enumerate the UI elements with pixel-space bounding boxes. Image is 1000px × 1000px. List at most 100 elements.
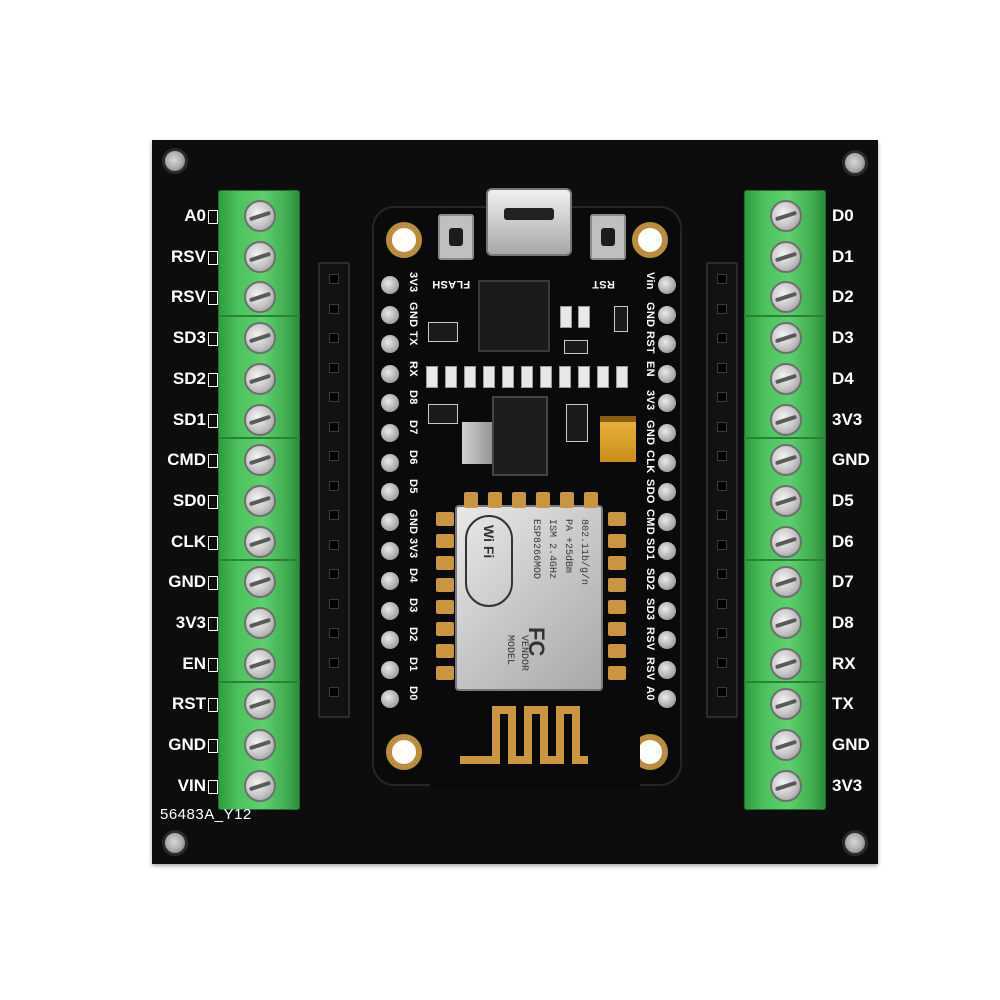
right-terminal-screw-icon <box>770 647 802 680</box>
esp-model: ESP8266MOD <box>530 519 541 580</box>
left-pin-label: SD0 <box>173 481 220 521</box>
right-pin-label: RX <box>832 653 856 673</box>
terminal-block-divider <box>218 559 300 562</box>
right-pin-label: D8 <box>832 613 854 632</box>
mounting-hole-top-left <box>162 148 188 174</box>
right-terminal-screw-icon <box>770 525 802 558</box>
usb-serial-chip <box>478 280 550 352</box>
header-socket <box>717 687 727 697</box>
esp-pad-right <box>608 644 626 658</box>
smd-resistor <box>597 366 609 388</box>
header-socket <box>717 657 727 668</box>
module-mount-hole-tr <box>632 222 668 258</box>
right-pin-label: 3V3 <box>832 409 863 429</box>
esp-pad-left <box>436 556 454 570</box>
module-pin-label-left: D3 <box>407 597 419 613</box>
terminal-block-divider <box>744 437 826 440</box>
module-pin-right <box>658 276 676 294</box>
esp-pad-right <box>608 512 626 526</box>
header-socket <box>329 303 339 314</box>
module-pin-left <box>381 601 399 620</box>
header-socket <box>717 480 727 491</box>
esp-pad-left <box>436 600 454 614</box>
terminal-block-divider <box>218 681 300 684</box>
module-pin-label-left: RX <box>407 360 419 377</box>
right-pin-label: D0 <box>832 206 854 225</box>
smd-resistor <box>426 366 438 388</box>
header-socket <box>717 539 727 550</box>
module-pin-label-left: D2 <box>407 627 419 642</box>
module-pin-left <box>381 690 399 709</box>
terminal-block-divider <box>744 559 826 562</box>
esp-pad-right <box>608 578 626 592</box>
left-terminal-screw-icon <box>244 729 276 762</box>
module-pin-label-right: EN <box>644 360 656 377</box>
right-terminal-screw-icon <box>770 362 802 395</box>
esp-pad-left <box>436 666 454 680</box>
right-pin-label: D7 <box>832 572 854 592</box>
left-pin-label: 3V3 <box>176 603 220 643</box>
left-terminal-screw-icon <box>244 281 276 314</box>
module-pin-label-right: RSV <box>644 627 656 651</box>
module-pin-left <box>381 483 399 502</box>
header-socket <box>329 569 339 579</box>
module-pin-left <box>381 276 399 294</box>
module-pin-right <box>658 542 676 561</box>
header-socket <box>329 510 339 520</box>
smd-resistor <box>578 366 590 388</box>
header-socket <box>329 392 339 402</box>
left-terminal-screw-icon <box>244 607 276 639</box>
left-terminal-screw-icon <box>244 566 276 599</box>
header-socket <box>329 687 339 697</box>
esp-pad-top <box>584 492 598 508</box>
led <box>614 306 628 332</box>
module-pin-label-left: D4 <box>407 568 419 583</box>
mounting-hole-bottom-left <box>162 830 188 856</box>
left-terminal-screw-icon <box>244 362 276 395</box>
header-socket <box>717 598 727 609</box>
terminal-block-divider <box>744 315 826 318</box>
esp-pa: PA +25dBm <box>562 519 573 574</box>
tantalum-capacitor <box>600 416 636 462</box>
right-pin-label: D3 <box>832 328 854 348</box>
left-pin-label: GND <box>168 725 220 765</box>
module-pin-label-left: D5 <box>407 479 419 494</box>
left-pin-label: A0 <box>184 196 220 236</box>
module-pin-label-left: D8 <box>407 390 419 406</box>
header-socket <box>717 421 727 432</box>
module-pin-left <box>381 453 399 472</box>
esp-standard: 802.11b/g/n <box>578 519 589 586</box>
module-pin-right <box>658 305 676 324</box>
esp-pad-left <box>436 578 454 592</box>
module-pin-label-left: D0 <box>407 686 419 702</box>
esp-pad-right <box>608 622 626 636</box>
header-socket <box>717 362 727 373</box>
board-silkscreen-code: 56483A_Y12 <box>160 806 252 823</box>
transistor <box>428 404 458 424</box>
left-terminal-screw-icon <box>244 525 276 558</box>
header-socket <box>329 539 339 550</box>
wifi-logo-text: Wi Fi <box>481 525 497 559</box>
header-socket <box>329 480 339 491</box>
right-pin-label: GND <box>832 735 870 755</box>
header-socket <box>329 362 339 373</box>
module-pin-label-right: Vin <box>644 272 656 290</box>
module-pin-left <box>381 424 399 442</box>
left-pin-label: RSV <box>171 277 220 317</box>
left-pin-label: GND <box>168 562 220 602</box>
module-pin-label-left: 3V3 <box>407 538 419 559</box>
esp-pad-top <box>488 492 502 508</box>
left-female-header <box>318 262 350 718</box>
flash-label: FLASH <box>432 278 471 290</box>
header-socket <box>717 569 727 579</box>
right-terminal-screw-icon <box>770 688 802 721</box>
module-pin-right <box>658 335 676 354</box>
module-pin-right <box>658 631 676 650</box>
header-socket <box>717 392 727 402</box>
smd-resistor <box>502 366 514 388</box>
left-terminal-screw-icon <box>244 240 276 273</box>
right-terminal-screw-icon <box>770 769 802 802</box>
module-pin-label-left: D1 <box>407 656 419 672</box>
esp-pad-top <box>464 492 478 508</box>
